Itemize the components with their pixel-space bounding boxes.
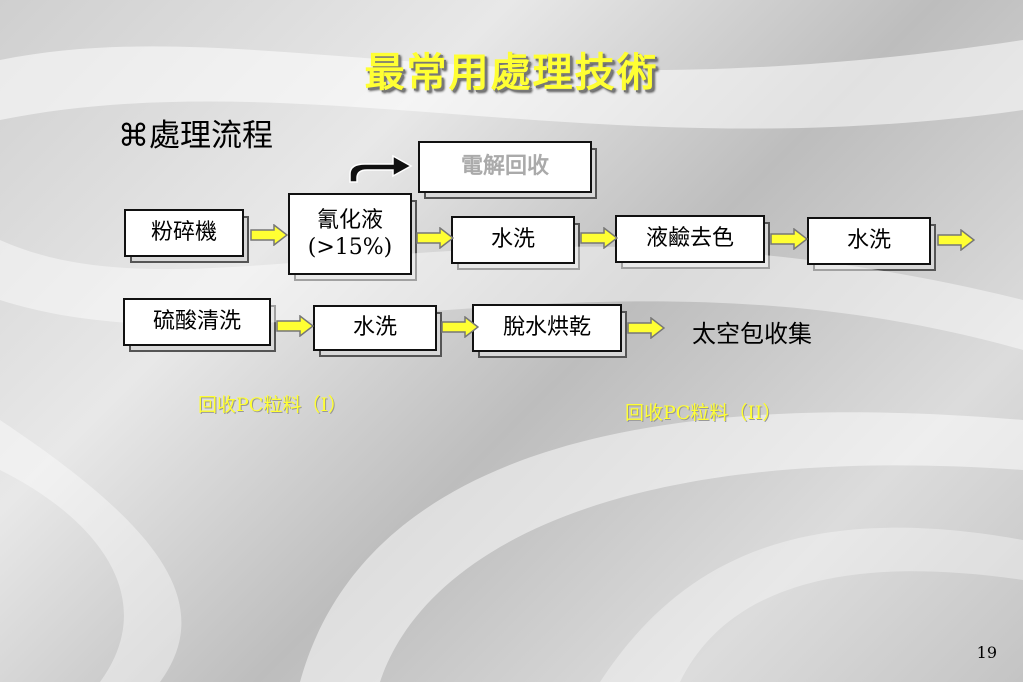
node-dewater-dry: 脫水烘乾 (472, 304, 627, 358)
arrow-right-icon (580, 227, 618, 249)
arrow-right-icon (937, 229, 975, 251)
page-number: 19 (976, 643, 997, 662)
arrow-right-icon (416, 227, 454, 249)
arrow-right-icon (441, 316, 479, 338)
node-sulfuric-wash: 硫酸清洗 (123, 298, 276, 352)
bullet-heading-text: 處理流程 (149, 118, 273, 154)
caption-pc-pellet-2: 回收PC粒料（II） (625, 402, 782, 424)
node-alkali-decolor: 液鹼去色 (615, 215, 770, 269)
caption-pc-pellet-1: 回收PC粒料（I） (198, 394, 347, 416)
node-wash-2: 水洗 (807, 217, 936, 271)
arrow-right-icon (627, 317, 665, 339)
node-wash-1: 水洗 (451, 216, 580, 270)
arrow-right-icon (276, 315, 314, 337)
arrow-right-icon (250, 224, 288, 246)
command-icon: ⌘ (118, 118, 149, 154)
node-electrolysis: 電解回收 (418, 141, 597, 199)
node-crusher: 粉碎機 (124, 209, 249, 263)
curved-arrow-icon (349, 154, 413, 183)
bullet-heading: ⌘處理流程 (118, 110, 273, 155)
node-wash-3: 水洗 (313, 305, 442, 357)
slide-title: 最常用處理技術 (364, 49, 659, 96)
node-cyanide: 氰化液 (>15%) (288, 193, 417, 281)
node-bag-collect: 太空包收集 (692, 320, 812, 348)
arrow-right-icon (770, 228, 808, 250)
